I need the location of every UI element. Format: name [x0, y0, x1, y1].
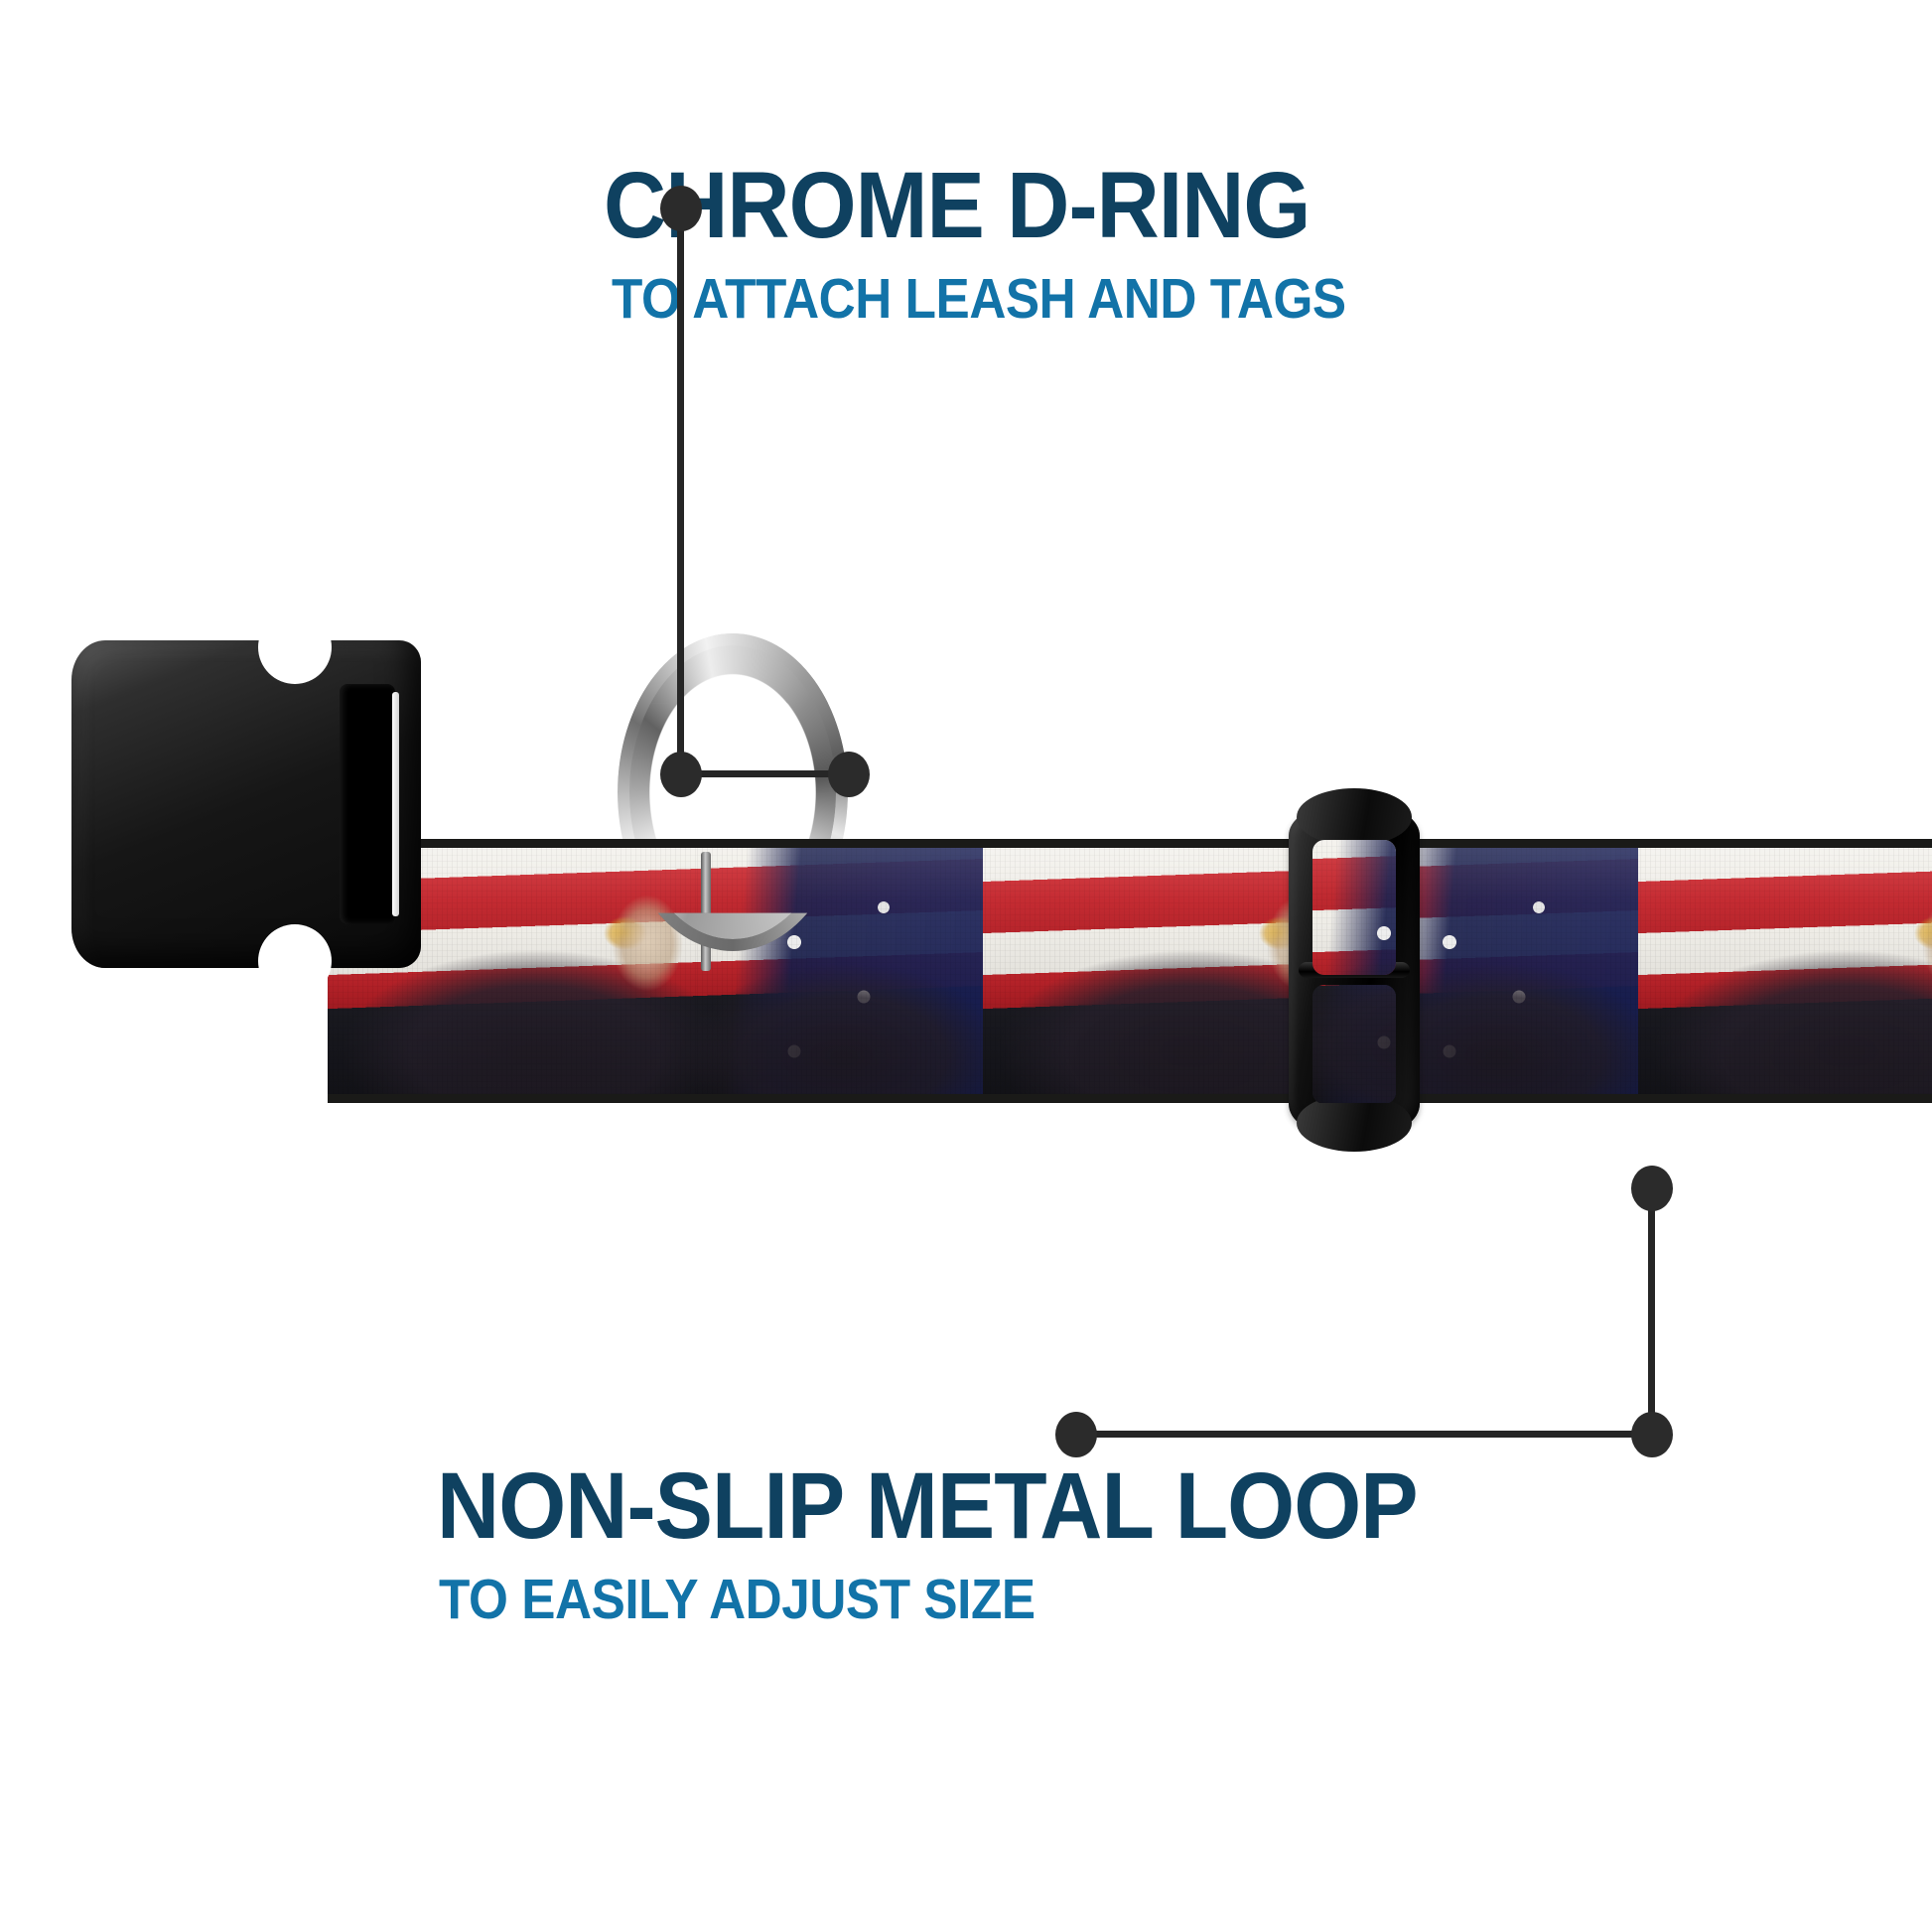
leader-segment-vertical: [677, 208, 684, 774]
leader-segment-horizontal: [1072, 1431, 1655, 1438]
callout-subline: TO EASILY ADJUST SIZE: [439, 1568, 1035, 1631]
callout-headline: CHROME D-RING: [604, 153, 1311, 258]
leader-dot-target: [1631, 1166, 1673, 1211]
callout-chrome-d-ring: CHROME D-RING TO ATTACH LEASH AND TAGS: [604, 159, 1428, 328]
leader-dot-corner: [1631, 1412, 1673, 1457]
callout-subline: TO ATTACH LEASH AND TAGS: [612, 267, 1346, 331]
leader-dot-text-end: [1055, 1412, 1097, 1457]
leader-segment-vertical: [1648, 1187, 1655, 1438]
leader-dot-text-end: [660, 186, 702, 231]
callout-metal-loop: NON-SLIP METAL LOOP TO EASILY ADJUST SIZ…: [437, 1459, 1503, 1628]
callout-headline: NON-SLIP METAL LOOP: [437, 1453, 1419, 1559]
